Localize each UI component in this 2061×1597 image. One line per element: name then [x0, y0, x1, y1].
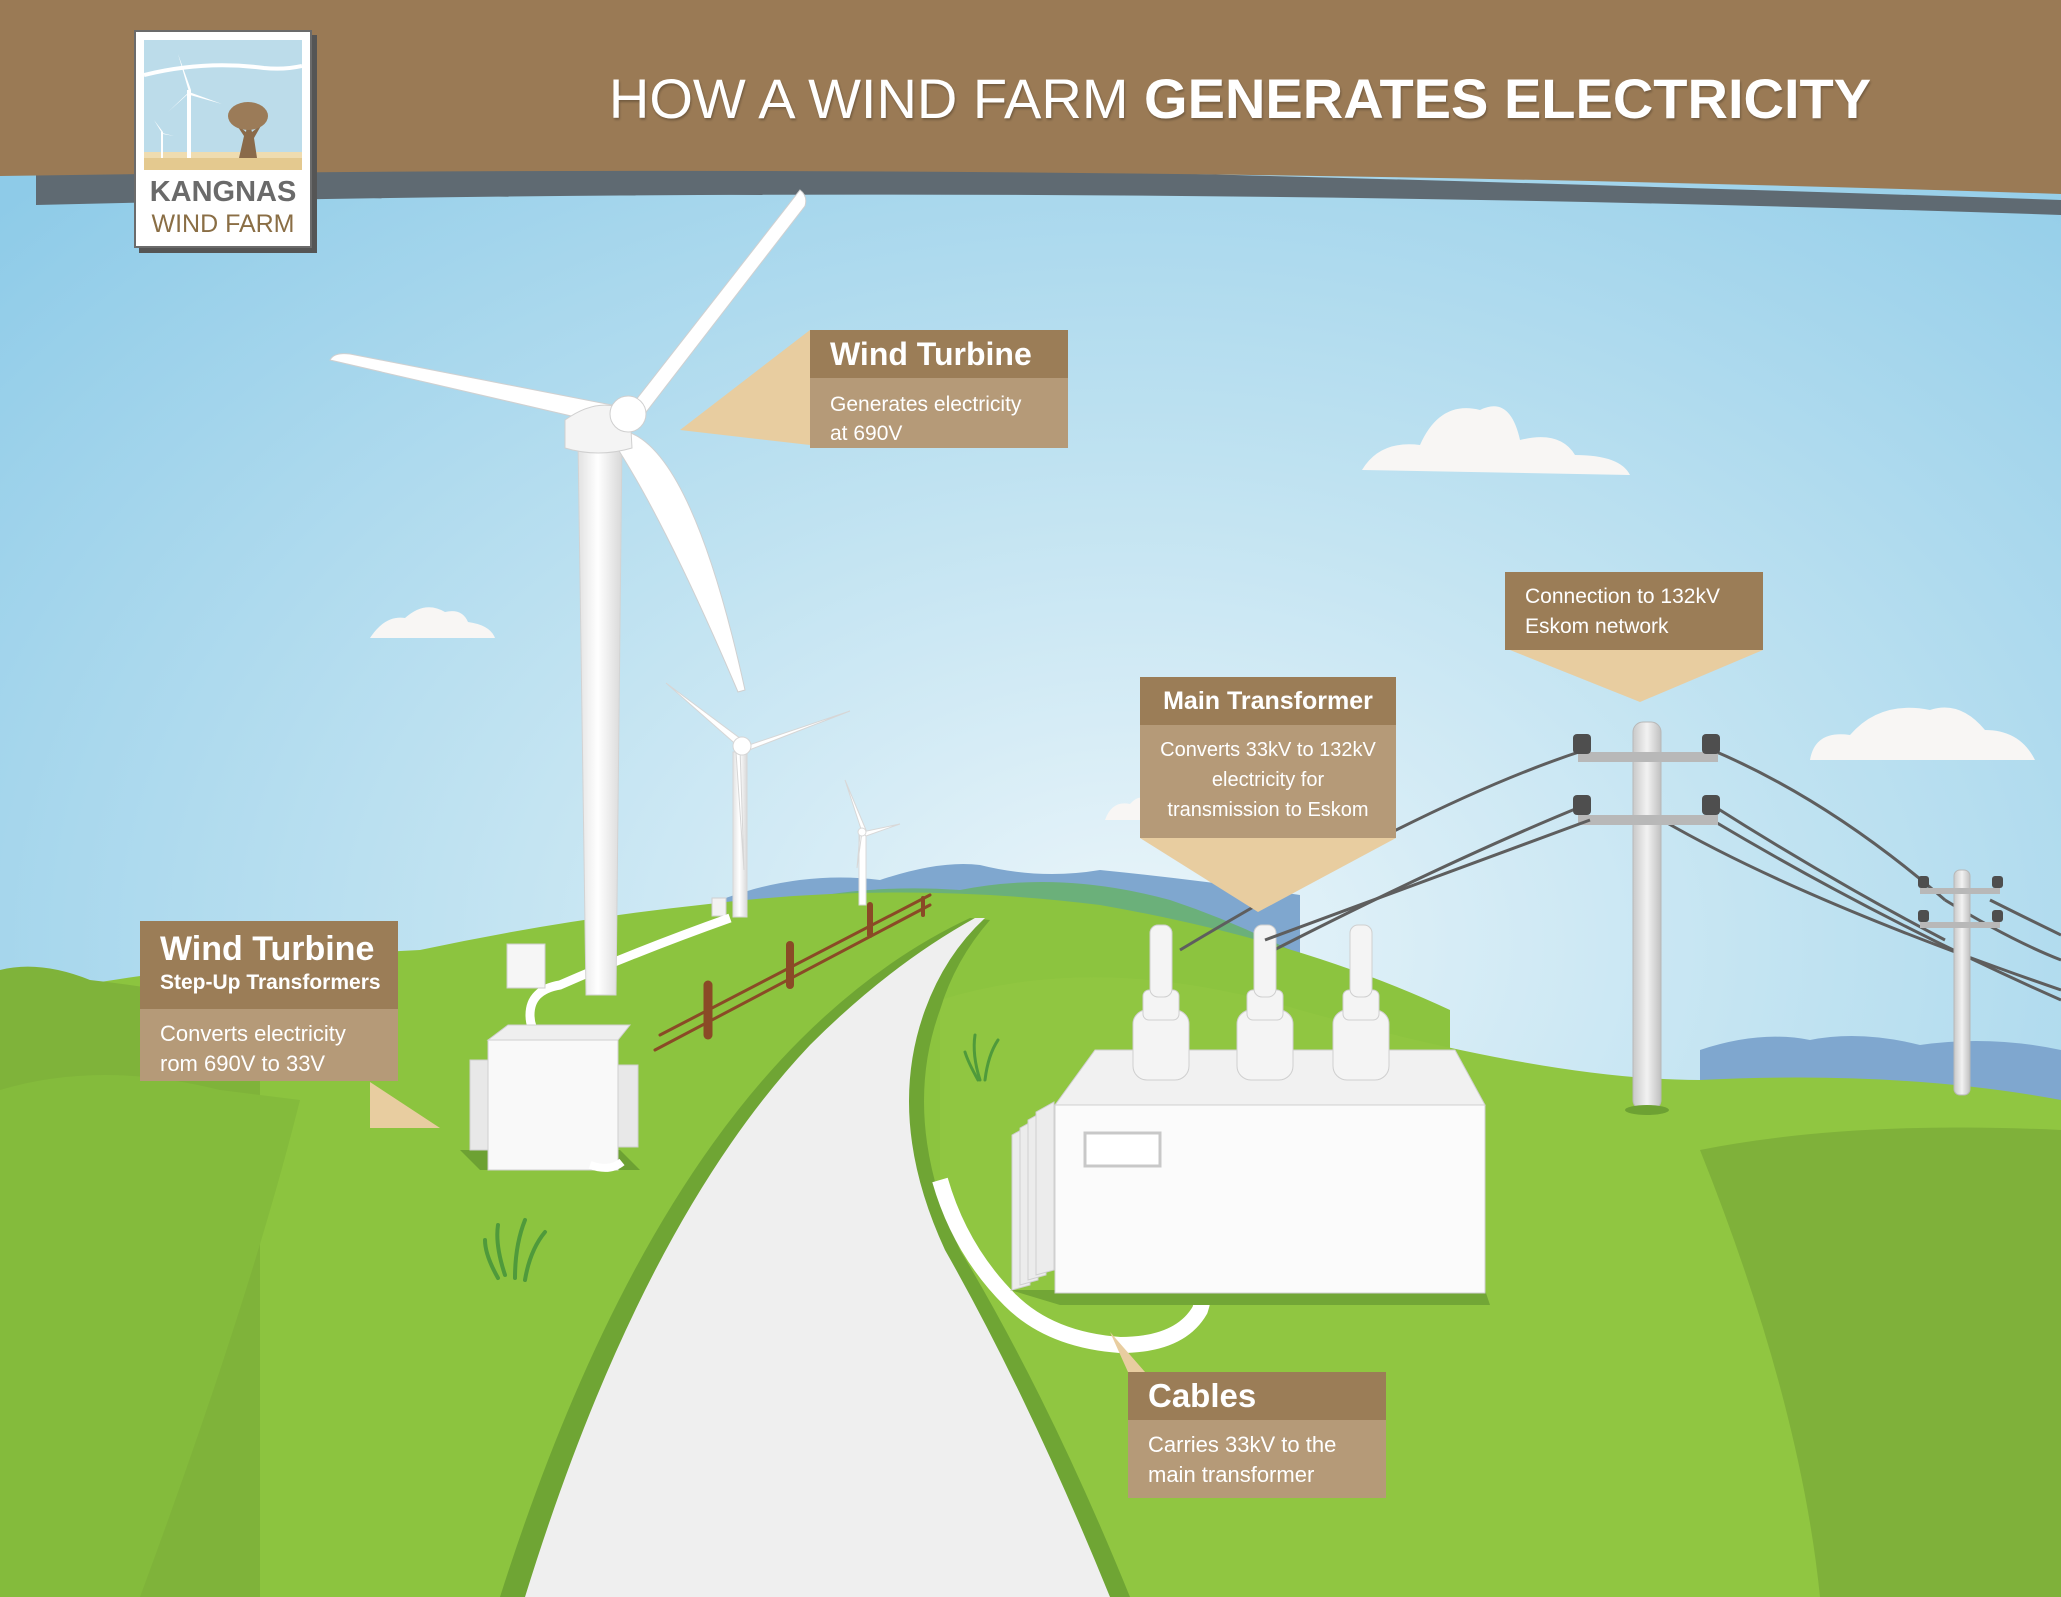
logo-name-line1: KANGNAS — [149, 176, 297, 208]
logo-name-line2: WIND FARM — [151, 210, 295, 238]
label-body-line: Carries 33kV to the — [1148, 1432, 1337, 1457]
transmission-pole-far — [1918, 869, 2003, 1096]
label-body-line: Converts electricity — [160, 1021, 346, 1046]
cloud — [370, 607, 495, 638]
step-up-transformer-label: Wind Turbine Step-Up Transformers Conver… — [140, 921, 398, 1081]
title-bold-part: GENERATES ELECTRICITY — [1144, 67, 1872, 130]
label-title: Wind Turbine — [810, 330, 1068, 378]
label-body-line: Generates electricity — [830, 393, 1022, 416]
connection-label: Connection to 132kV Eskom network — [1505, 572, 1763, 650]
main-transformer-pointer — [1140, 838, 1396, 912]
tower-base-box — [506, 943, 546, 989]
label-body: Generates electricity at 690V — [810, 378, 1068, 448]
label-body-line: electricity for — [1211, 769, 1325, 791]
cloud — [1810, 707, 2035, 760]
wind-turbine-main — [329, 189, 807, 996]
main-transformer-label: Main Transformer Converts 33kV to 132kV … — [1140, 677, 1396, 838]
label-title: Wind Turbine — [160, 930, 375, 968]
page-title: HOW A WIND FARM GENERATES ELECTRICITY — [560, 66, 1920, 131]
label-body: Converts 33kV to 132kV electricity for t… — [1140, 725, 1396, 838]
connection-pointer — [1510, 650, 1763, 702]
wind-turbine-far — [844, 779, 901, 906]
step-up-transformer — [460, 1024, 640, 1172]
header-banner — [0, 0, 2061, 194]
title-light-part: HOW A WIND FARM — [608, 67, 1129, 130]
cables-label: Cables Carries 33kV to the main transfor… — [1128, 1372, 1386, 1498]
power-lines — [1179, 748, 2061, 1002]
label-body-line: Connection to 132kV — [1525, 585, 1720, 608]
label-body: Converts electricity rom 690V to 33V — [140, 1009, 398, 1081]
wind-turbine-mid — [665, 682, 851, 918]
road — [525, 918, 1110, 1597]
label-body-line: rom 690V to 33V — [160, 1051, 326, 1076]
label-body-line: main transformer — [1148, 1462, 1315, 1487]
label-title: Cables — [1128, 1372, 1386, 1420]
transmission-pole-main — [1573, 721, 1720, 1115]
grass-tuft — [483, 1218, 547, 1282]
label-body: Carries 33kV to the main transformer — [1128, 1420, 1386, 1498]
label-body-line: transmission to Eskom — [1167, 799, 1369, 821]
label-body-line: at 690V — [830, 422, 903, 445]
logo-image — [144, 40, 302, 170]
label-body-line: Converts 33kV to 132kV — [1160, 739, 1376, 761]
left-hill-shade — [0, 1075, 300, 1597]
label-header: Wind Turbine Step-Up Transformers — [140, 921, 398, 1009]
wind-turbine-label: Wind Turbine Generates electricity at 69… — [810, 330, 1068, 448]
wind-turbine-pointer — [680, 330, 810, 445]
cloud — [1362, 406, 1630, 475]
cables-pointer — [1110, 1332, 1145, 1372]
fence — [653, 893, 932, 1052]
kangnas-logo: KANGNAS WIND FARM — [134, 30, 312, 248]
right-hill-shade — [1700, 1127, 2061, 1597]
label-body-line: Eskom network — [1525, 615, 1669, 638]
label-body: Connection to 132kV Eskom network — [1505, 572, 1763, 650]
label-title: Main Transformer — [1140, 677, 1396, 725]
label-subtitle: Step-Up Transformers — [160, 971, 381, 994]
grass-tuft — [963, 1033, 1000, 1082]
step-up-pointer — [370, 1082, 440, 1128]
main-transformer — [1010, 818, 1591, 1305]
